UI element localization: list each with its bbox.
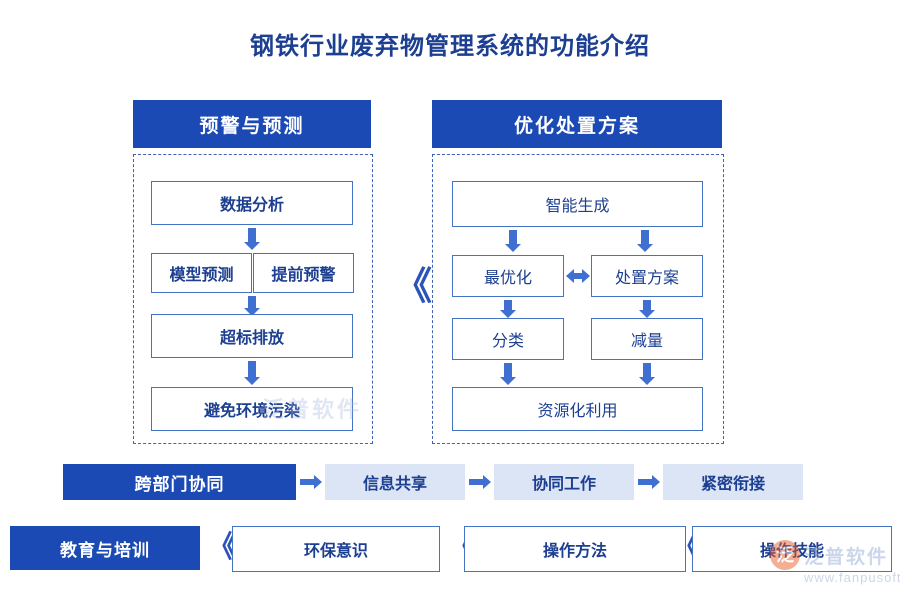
arrow-right-c3	[638, 475, 660, 489]
panel-header-warning: 预警与预测	[133, 100, 371, 148]
collab-item-3[interactable]: 紧密衔接	[663, 464, 803, 500]
center-chevron-icon: 《	[394, 266, 433, 308]
training-lead[interactable]: 教育与培训	[10, 526, 200, 570]
node-excess-emission[interactable]: 超标排放	[151, 314, 353, 358]
arrow-down-r4	[639, 300, 655, 318]
arrow-down-2	[244, 296, 260, 316]
node-disposal-plan[interactable]: 处置方案	[591, 255, 703, 297]
arrow-right-c2	[469, 475, 491, 489]
arrow-down-r5	[500, 363, 516, 385]
node-model-forecast[interactable]: 模型预测	[151, 253, 252, 293]
training-item-3[interactable]: 操作技能	[692, 526, 892, 572]
arrow-lr-optimize-plan	[566, 269, 590, 283]
page-title: 钢铁行业废弃物管理系统的功能介绍	[250, 33, 650, 60]
node-classification[interactable]: 分类	[452, 318, 564, 360]
watermark-url: www.fanpusoft.com	[804, 570, 900, 585]
arrow-down-r6	[639, 363, 655, 385]
arrow-down-r3	[500, 300, 516, 318]
arrow-down-r1	[505, 230, 521, 252]
collab-item-1[interactable]: 信息共享	[325, 464, 465, 500]
arrow-down-1	[244, 228, 260, 250]
node-avoid-pollution[interactable]: 避免环境污染	[151, 387, 353, 431]
node-reduction[interactable]: 减量	[591, 318, 703, 360]
arrow-down-3	[244, 361, 260, 385]
collab-lead[interactable]: 跨部门协同	[63, 464, 296, 500]
training-item-1[interactable]: 环保意识	[232, 526, 440, 572]
panel-header-optimize: 优化处置方案	[432, 100, 722, 148]
arrow-down-r2	[637, 230, 653, 252]
node-optimization[interactable]: 最优化	[452, 255, 564, 297]
node-data-analysis[interactable]: 数据分析	[151, 181, 353, 225]
training-item-2[interactable]: 操作方法	[464, 526, 686, 572]
node-early-warning[interactable]: 提前预警	[253, 253, 354, 293]
arrow-right-c1	[300, 475, 322, 489]
collab-item-2[interactable]: 协同工作	[494, 464, 634, 500]
node-smart-generate[interactable]: 智能生成	[452, 181, 703, 227]
node-resource-utilization[interactable]: 资源化利用	[452, 387, 703, 431]
